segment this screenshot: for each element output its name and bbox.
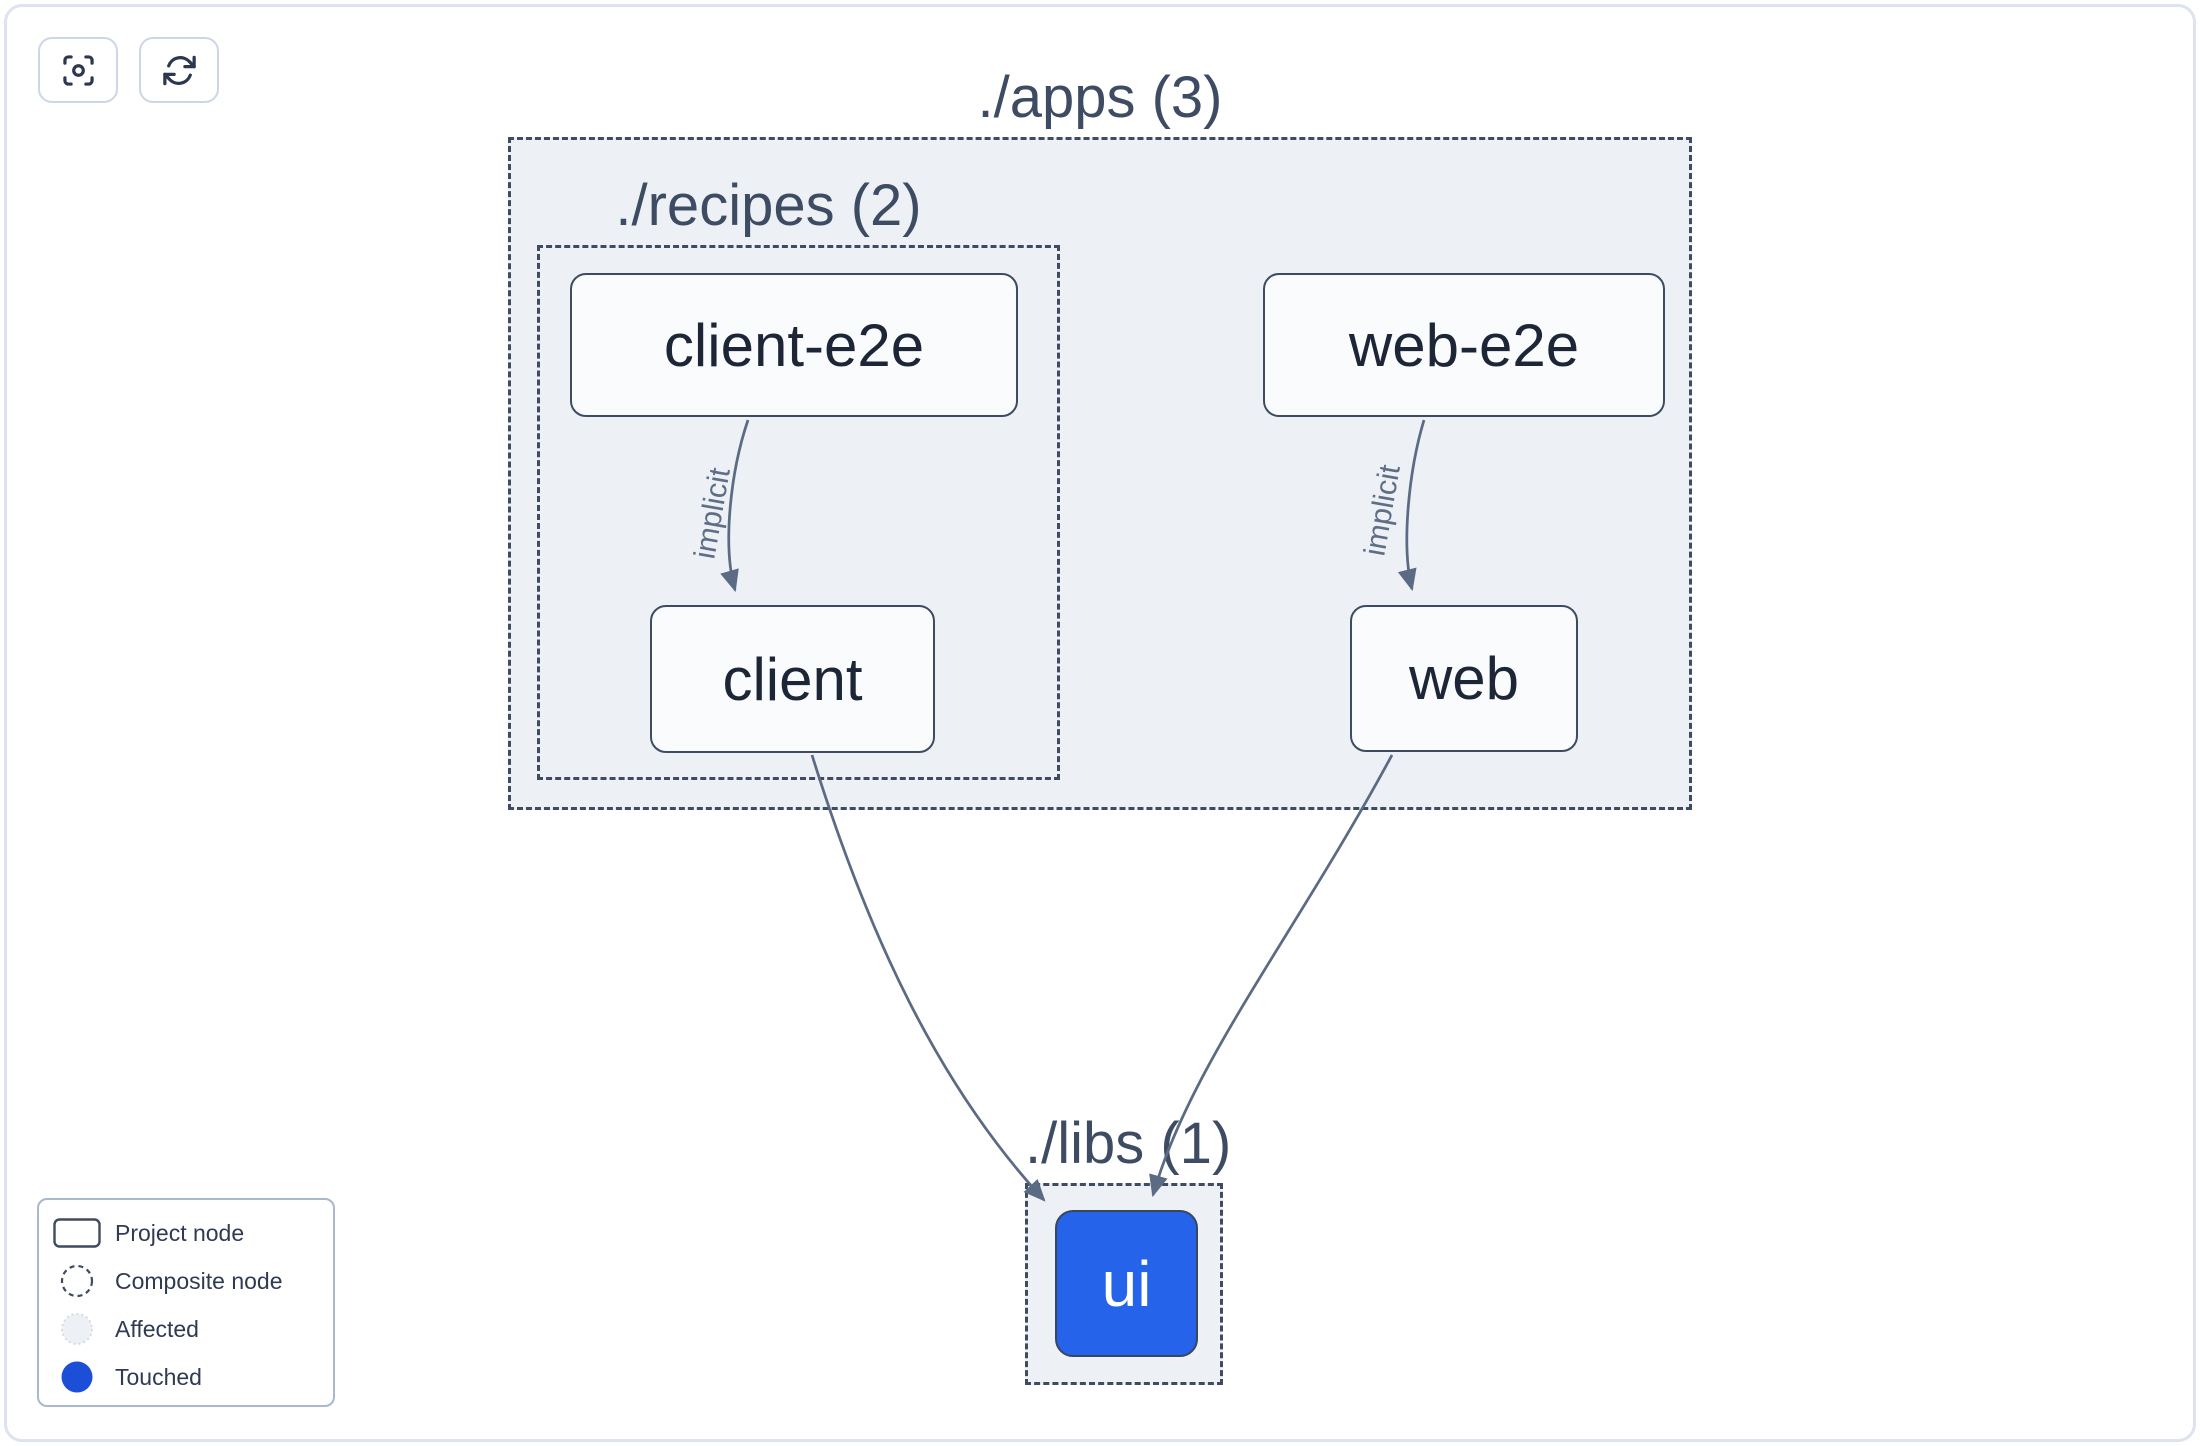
- legend-label: Touched: [115, 1363, 202, 1390]
- legend-label: Composite node: [115, 1267, 283, 1294]
- composite-node-icon: [39, 1264, 115, 1298]
- edge-client-e2e-to-client[interactable]: [720, 419, 750, 593]
- container-label-recipes: ./recipes (2): [615, 173, 922, 238]
- edge-client-to-ui[interactable]: [810, 754, 1046, 1202]
- affected-icon: [39, 1312, 115, 1346]
- refresh-icon: [162, 55, 196, 85]
- edge-web-e2e-to-web[interactable]: [1397, 419, 1426, 592]
- project-node-client-e2e[interactable]: client-e2e: [570, 273, 1018, 417]
- legend-row-affected: Affected: [39, 1305, 333, 1353]
- focus-graph-button[interactable]: [38, 37, 118, 103]
- edge-web-to-ui[interactable]: [1149, 754, 1394, 1198]
- project-node-web[interactable]: web: [1350, 605, 1578, 752]
- touched-icon: [39, 1360, 115, 1394]
- legend-row-project-node: Project node: [39, 1209, 333, 1257]
- legend-row-composite-node: Composite node: [39, 1257, 333, 1305]
- legend-row-touched: Touched: [39, 1353, 333, 1401]
- project-node-icon: [39, 1218, 115, 1248]
- canvas-frame: [4, 4, 2196, 1442]
- focus-icon: [62, 54, 94, 86]
- composite-container-recipes[interactable]: [537, 245, 1060, 780]
- refresh-graph-button[interactable]: [139, 37, 219, 103]
- project-node-client[interactable]: client: [650, 605, 935, 753]
- project-node-ui-touched[interactable]: ui: [1055, 1210, 1198, 1357]
- legend: Project node Composite node Affected Tou…: [37, 1198, 335, 1407]
- container-label-libs: ./libs (1): [1025, 1111, 1232, 1176]
- legend-label: Affected: [115, 1315, 199, 1342]
- legend-label: Project node: [115, 1219, 245, 1246]
- project-node-web-e2e[interactable]: web-e2e: [1263, 273, 1665, 417]
- container-label-apps: ./apps (3): [977, 65, 1223, 130]
